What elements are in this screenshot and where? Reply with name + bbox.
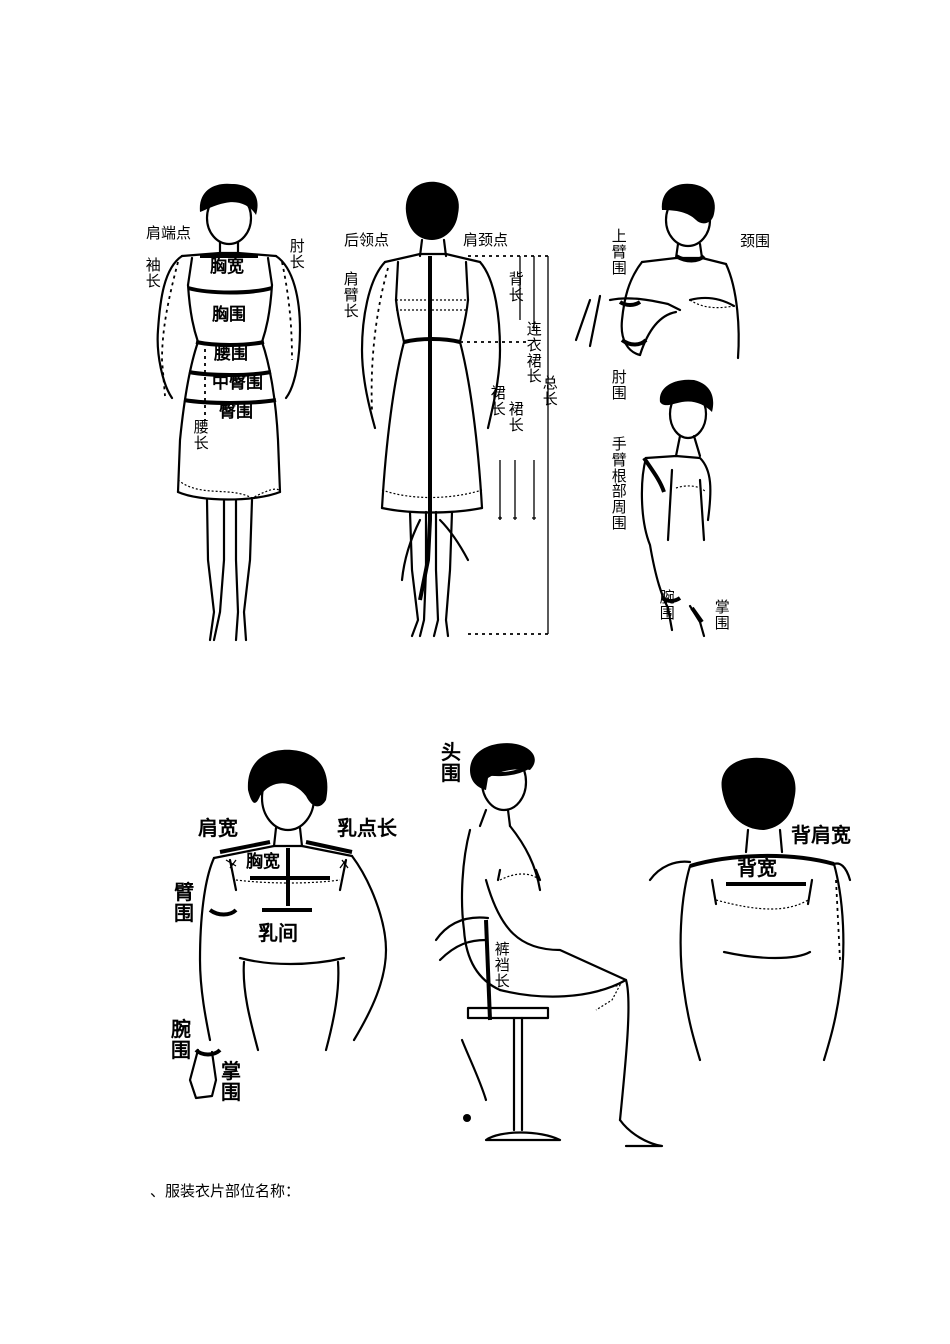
figure-back-view bbox=[360, 181, 550, 638]
label-wrist-bottom: 腕围 bbox=[171, 1017, 191, 1062]
label-chest-width: 胸宽 bbox=[210, 257, 244, 277]
label-head: 头围 bbox=[441, 740, 461, 785]
label-dress-length: 连衣裙长 bbox=[526, 320, 542, 386]
figure-front-torso bbox=[188, 749, 388, 1100]
label-back-length: 背长 bbox=[508, 270, 524, 304]
label-wrist-top: 腕围 bbox=[659, 588, 675, 622]
figure-back-shoulders bbox=[648, 757, 852, 1062]
label-waist-length: 腰长 bbox=[193, 418, 209, 452]
label-armhole: 手臂根部周围 bbox=[611, 435, 627, 532]
label-elbow-length: 肘长 bbox=[289, 237, 305, 271]
label-bust-point-length: 乳点长 bbox=[337, 816, 397, 840]
label-shoulder-neck-point: 肩颈点 bbox=[463, 231, 509, 249]
figure-front-view bbox=[156, 183, 302, 642]
label-back-neck-point: 后领点 bbox=[344, 231, 390, 249]
label-back-width: 背宽 bbox=[737, 856, 777, 880]
label-shoulder-width: 肩宽 bbox=[198, 816, 238, 840]
label-hip: 臀围 bbox=[219, 402, 253, 422]
label-total-length: 总长 bbox=[542, 374, 558, 408]
label-back-shoulder-width: 背肩宽 bbox=[791, 823, 851, 847]
label-crotch-length: 裤裆长 bbox=[494, 940, 510, 990]
label-chest-width-bottom: 胸宽 bbox=[246, 852, 280, 872]
label-palm-top: 掌围 bbox=[714, 598, 730, 632]
label-shoulder-arm-length: 肩臂长 bbox=[343, 270, 359, 320]
label-skirt-length-2: 裙长 bbox=[508, 400, 524, 434]
label-mid-hip: 中臀围 bbox=[212, 373, 263, 393]
label-bust-distance: 乳间 bbox=[258, 921, 298, 945]
label-sleeve-length: 袖长 bbox=[145, 256, 161, 290]
label-elbow: 肘围 bbox=[611, 368, 627, 402]
label-skirt-length-1: 裙长 bbox=[490, 384, 506, 418]
label-arm-circumference: 臂围 bbox=[174, 880, 194, 925]
figure-side-views bbox=[574, 183, 740, 638]
label-waist: 腰围 bbox=[214, 344, 248, 364]
label-upper-arm: 上臂围 bbox=[611, 227, 627, 277]
label-palm-bottom: 掌围 bbox=[221, 1059, 241, 1104]
label-shoulder-point: 肩端点 bbox=[146, 224, 192, 242]
label-neck: 颈围 bbox=[740, 232, 771, 250]
figure-seated-profile bbox=[434, 743, 664, 1148]
section-caption: 、服装衣片部位名称： bbox=[150, 1182, 301, 1200]
label-bust: 胸围 bbox=[212, 305, 246, 325]
